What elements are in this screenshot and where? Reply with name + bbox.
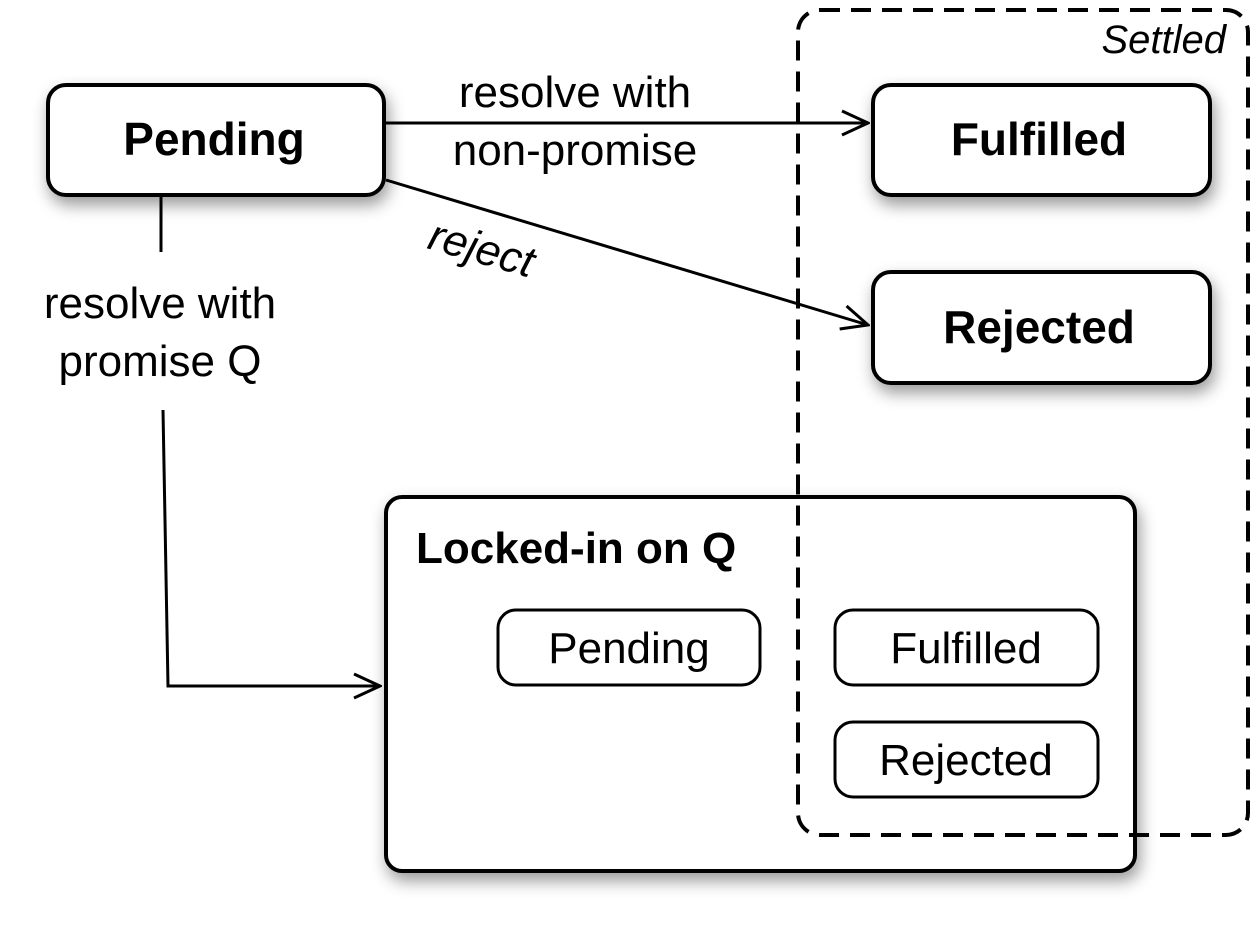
rejected-box [871, 270, 1212, 385]
reject-transition: reject [385, 178, 868, 325]
reject-arrow [385, 178, 868, 325]
fulfilled-state: Fulfilled [871, 83, 1212, 197]
pending-label: Pending [123, 113, 304, 165]
locked-fulfilled-state [833, 608, 1100, 687]
locked-rejected-label: Rejected [879, 736, 1053, 785]
locked-pending-state [496, 608, 762, 687]
settled-label: Settled [1101, 18, 1227, 62]
locked-in-title: Locked-in on Q [416, 524, 736, 573]
resolve-non-promise-label-line1: resolve with [459, 68, 691, 117]
resolve-promise-arrow [161, 409, 380, 686]
resolve-promise-label-line1: resolve with [44, 279, 276, 328]
locked-in-group: Locked-in on Q Pending Fulfilled Rejecte… [384, 495, 1137, 873]
pending-box [46, 83, 386, 197]
rejected-state: Rejected [871, 270, 1212, 385]
settled-region: Settled [796, 8, 1250, 837]
resolve-non-promise-transition: resolve with non-promise [386, 68, 868, 175]
fulfilled-box [871, 83, 1212, 197]
locked-pending-label: Pending [548, 624, 709, 673]
resolve-promise-transition: resolve with promise Q [44, 197, 380, 686]
pending-state: Pending [46, 83, 386, 197]
locked-fulfilled-label: Fulfilled [890, 624, 1042, 673]
settled-border [796, 8, 1250, 837]
fulfilled-label: Fulfilled [951, 113, 1127, 165]
resolve-non-promise-label-line2: non-promise [453, 126, 698, 175]
locked-rejected-state [833, 720, 1100, 799]
resolve-promise-label-line2: promise Q [59, 337, 262, 386]
rejected-label: Rejected [943, 301, 1135, 353]
